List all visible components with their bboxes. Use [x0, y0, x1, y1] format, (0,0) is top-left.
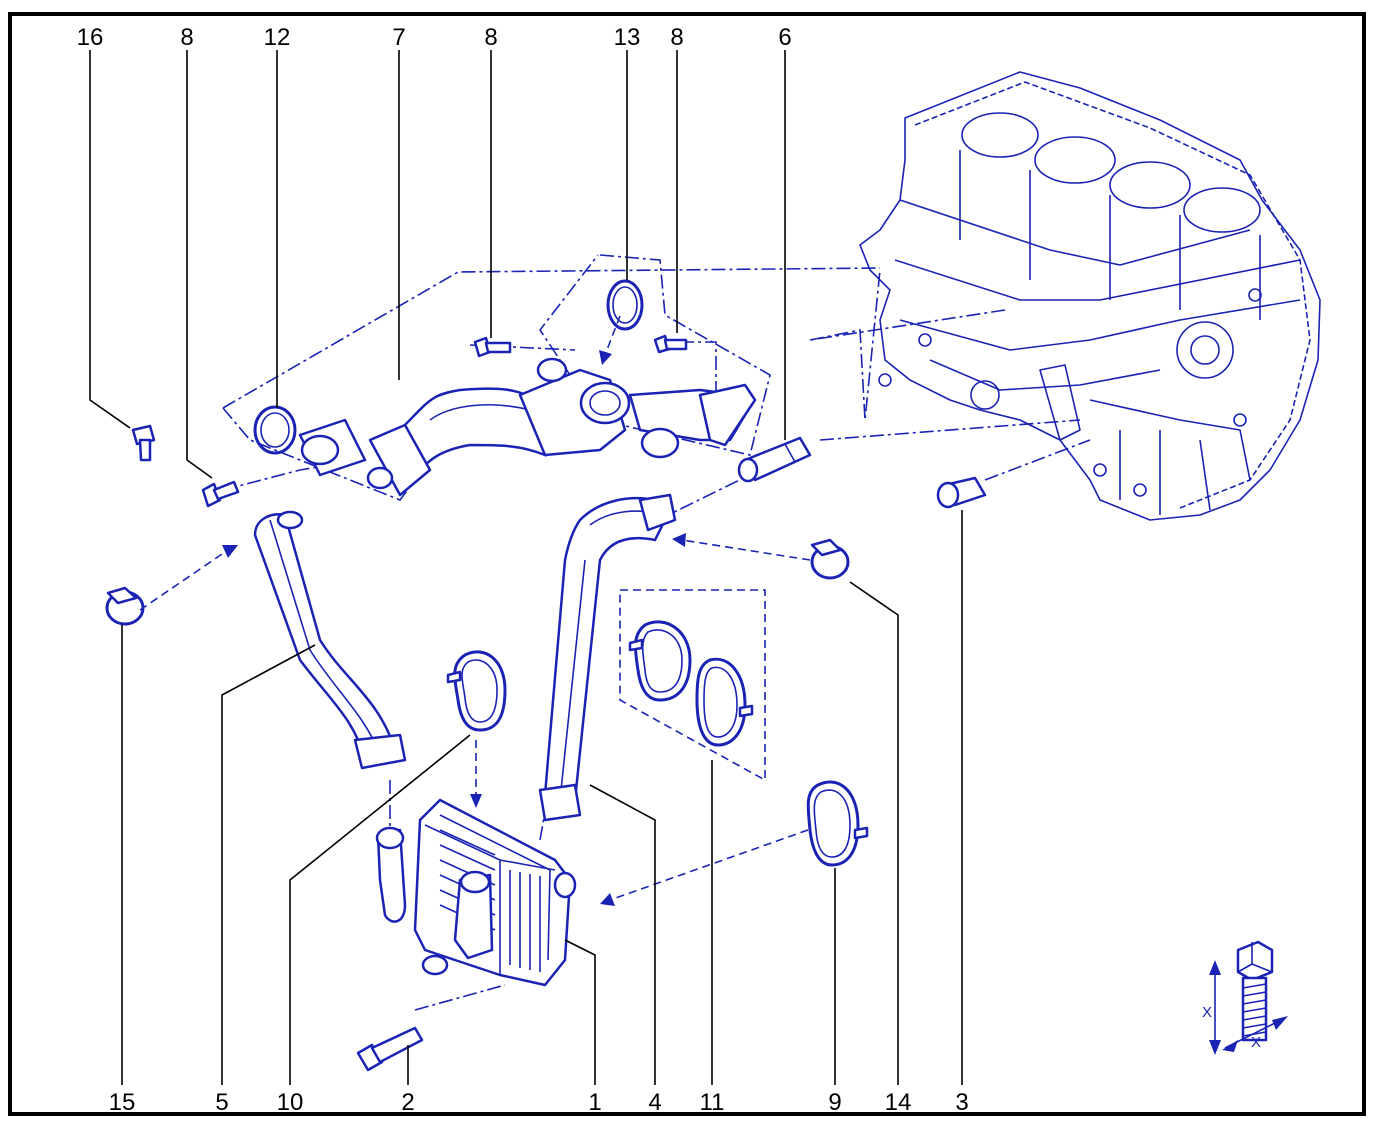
o-ring-13 [606, 279, 644, 331]
callout-4: 4 [648, 1089, 661, 1116]
bolt-16 [131, 424, 156, 462]
callout-3: 3 [955, 1089, 968, 1116]
bolt-8-a [201, 480, 240, 508]
gaskets-11 [628, 620, 754, 747]
bolt-tightening-symbol-icon: X X [1202, 940, 1288, 1055]
bolt-8-c [653, 334, 688, 354]
assembly-arrows [139, 315, 811, 906]
bolt-2 [356, 1026, 424, 1072]
callout-11: 11 [700, 1089, 725, 1116]
callout-9: 9 [828, 1089, 841, 1116]
dimension-label-diagonal: X [1251, 1034, 1261, 1051]
callout-14: 14 [885, 1089, 912, 1116]
hose-4 [538, 493, 677, 822]
gasket-10 [446, 650, 507, 732]
diagram-frame [8, 12, 1366, 1116]
o-ring-12 [253, 405, 297, 455]
callout-10: 10 [277, 1089, 304, 1116]
callout-5: 5 [215, 1089, 228, 1116]
callout-8-b: 8 [484, 24, 497, 51]
callout-16: 16 [77, 24, 104, 51]
dimension-label-vertical: X [1202, 1004, 1212, 1021]
clamp-14 [810, 538, 850, 580]
clamp-15 [105, 586, 145, 626]
callout-6: 6 [778, 24, 791, 51]
coolant-pipe-assembly [298, 357, 757, 497]
callout-12: 12 [264, 24, 291, 51]
hose-5 [253, 510, 407, 770]
connector-tube-6 [737, 436, 812, 483]
callout-7: 7 [392, 24, 405, 51]
callout-labels: 16 8 12 7 8 13 8 6 15 5 10 2 1 4 11 9 14… [77, 24, 969, 1116]
callout-13: 13 [614, 24, 641, 51]
callout-8-a: 8 [180, 24, 193, 51]
callout-2: 2 [401, 1089, 414, 1116]
leader-lines [89, 50, 963, 1085]
callout-1: 1 [588, 1089, 601, 1116]
o-ring-12-inner [260, 412, 290, 448]
bolt-8-b [473, 336, 512, 358]
oil-cooler-1 [375, 798, 577, 987]
gasket-9 [806, 780, 869, 867]
callout-8-c: 8 [670, 24, 683, 51]
o-ring-13-inner [612, 286, 638, 324]
plug-3 [936, 476, 987, 509]
engine-block [859, 71, 1321, 521]
callout-15: 15 [109, 1089, 136, 1116]
